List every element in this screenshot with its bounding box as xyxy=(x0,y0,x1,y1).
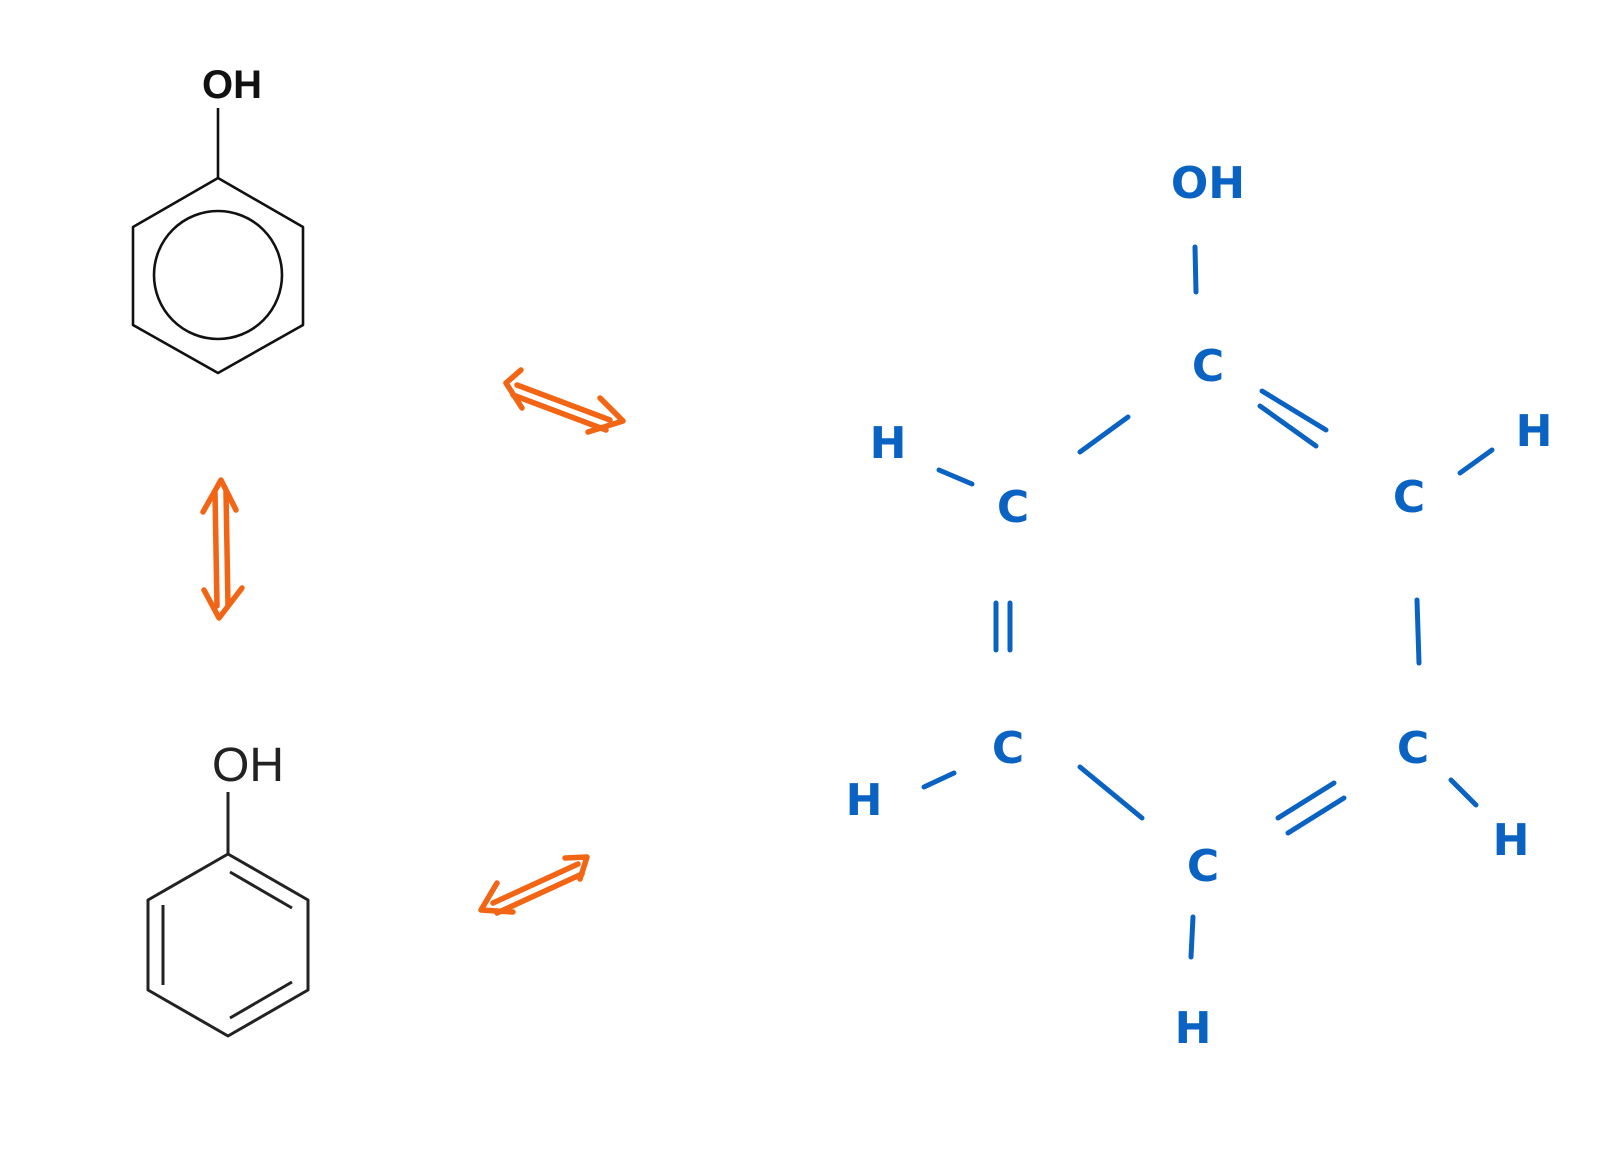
carbon-label-c4: C xyxy=(1187,841,1219,892)
oh-label-kekule-form: OH xyxy=(212,739,284,792)
oh-label-circle-form: OH xyxy=(202,63,262,107)
c5-h-bond xyxy=(1448,777,1479,808)
inner-double-bond-top-right xyxy=(229,870,293,910)
carbon-label-c3: C xyxy=(992,723,1024,774)
hydrogen-label-c5: H xyxy=(1493,815,1530,866)
c3-h-bond xyxy=(921,770,957,790)
resonance-arrow-vertical xyxy=(200,477,245,621)
phenol-kekule-structure: OH xyxy=(146,739,310,1038)
benzene-ring-hexagon xyxy=(131,176,305,375)
aromatic-circle xyxy=(152,209,284,341)
carbon-label-c1: C xyxy=(1192,341,1224,392)
carbon-label-c6: C xyxy=(1393,472,1425,523)
c2-h-bond xyxy=(936,467,975,487)
c4-h-bond xyxy=(1188,914,1196,960)
c1-c2-single-bond xyxy=(1077,414,1131,455)
hydrogen-label-c3: H xyxy=(846,775,883,826)
carbon-label-c5: C xyxy=(1397,723,1429,774)
hydrogen-label-c4: H xyxy=(1175,1003,1212,1054)
expanded-structure: OH C C C C C C H H H H H xyxy=(846,158,1553,1054)
c4-c5-double-bond-a xyxy=(1275,780,1337,821)
kekule-ring-hexagon xyxy=(146,852,310,1038)
c1-c6-double-bond-b xyxy=(1257,403,1319,449)
hydrogen-label-c6: H xyxy=(1516,406,1553,457)
oh-label-expanded: OH xyxy=(1171,158,1245,209)
c4-c5-double-bond-b xyxy=(1285,795,1347,836)
hydrogen-label-c2: H xyxy=(870,418,907,469)
carbon-label-c2: C xyxy=(997,482,1029,533)
phenol-circle-structure: OH xyxy=(131,63,305,375)
resonance-arrow-lower xyxy=(478,854,590,916)
c6-h-bond xyxy=(1457,447,1495,476)
c5-c6-single-bond xyxy=(1414,597,1422,666)
c1-c6-double-bond-a xyxy=(1259,388,1329,433)
inner-double-bond-bottom-right xyxy=(229,980,293,1020)
resonance-arrows xyxy=(200,367,626,916)
resonance-arrow-upper xyxy=(503,367,626,435)
o-c1-bond xyxy=(1192,244,1199,295)
c3-c4-single-bond xyxy=(1077,764,1145,821)
